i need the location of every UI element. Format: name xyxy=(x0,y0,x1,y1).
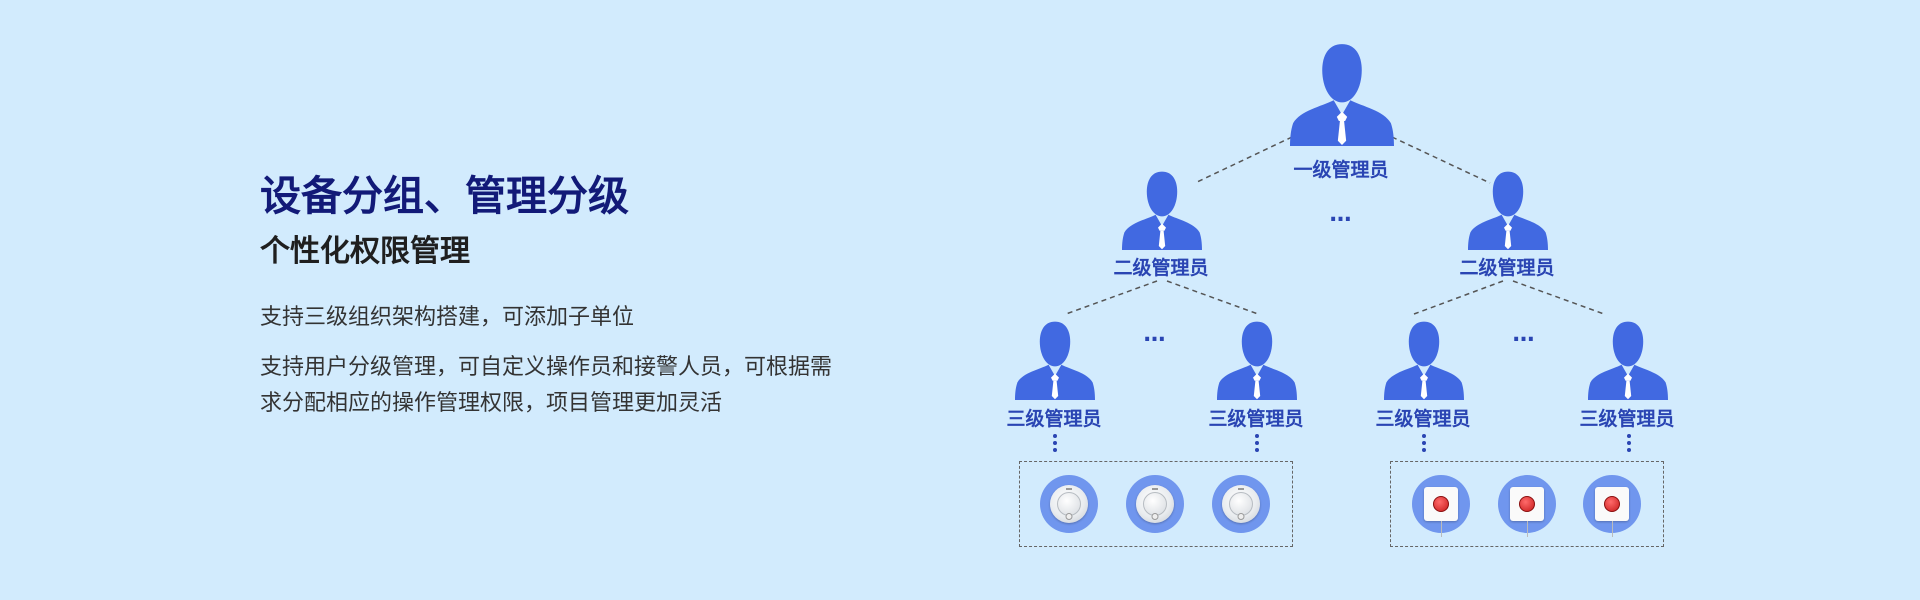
smoke-detector-icon xyxy=(1040,475,1098,533)
connector-l1-l2-left xyxy=(1194,136,1293,184)
connector-l2a-l3a xyxy=(1065,280,1158,315)
level3-admin-person-icon xyxy=(1384,320,1464,400)
feature-text-block: 设备分组、管理分级 个性化权限管理 支持三级组织架构搭建，可添加子单位 支持用户… xyxy=(260,168,900,422)
emergency-button-icon xyxy=(1412,475,1470,537)
connector-l2b-l3c xyxy=(1413,280,1504,315)
level3-ellipsis-left: … xyxy=(1143,322,1167,347)
level3-admin-person-icon xyxy=(1015,320,1095,400)
level2-admin-label: 二级管理员 xyxy=(1459,257,1555,279)
feature-description-1: 支持三级组织架构搭建，可添加子单位 xyxy=(260,305,635,330)
page-subtitle: 个性化权限管理 xyxy=(260,234,470,269)
level1-admin-person-icon xyxy=(1290,42,1394,146)
level3-admin-label: 三级管理员 xyxy=(1208,408,1304,430)
emergency-button-group xyxy=(1390,461,1664,547)
level3-admin-label: 三级管理员 xyxy=(1006,408,1102,430)
level3-ellipsis-right: … xyxy=(1512,322,1536,347)
feature-description-2-line-2: 求分配相应的操作管理权限，项目管理更加灵活 xyxy=(260,391,723,416)
level2-admin-label: 二级管理员 xyxy=(1113,257,1209,279)
smoke-detector-icon xyxy=(1126,475,1184,533)
feature-description-2: 支持用户分级管理，可自定义操作员和接警人员，可根据需 求分配相应的操作管理权限，… xyxy=(260,350,900,422)
level3-admin-person-icon xyxy=(1217,320,1297,400)
vertical-ellipsis xyxy=(1627,434,1631,455)
smoke-detector-group xyxy=(1019,461,1293,547)
level2-admin-person-icon xyxy=(1468,170,1548,250)
emergency-button-icon xyxy=(1583,475,1641,537)
vertical-ellipsis xyxy=(1255,434,1259,455)
feature-description-2-line-1: 支持用户分级管理，可自定义操作员和接警人员，可根据需 xyxy=(260,355,833,380)
smoke-detector-icon xyxy=(1212,475,1270,533)
level2-ellipsis: … xyxy=(1329,202,1353,227)
level3-admin-label: 三级管理员 xyxy=(1579,408,1675,430)
level1-admin-label: 一级管理员 xyxy=(1293,159,1389,181)
emergency-button-icon xyxy=(1498,475,1556,537)
page-title: 设备分组、管理分级 xyxy=(260,172,629,220)
vertical-ellipsis xyxy=(1053,434,1057,455)
level2-admin-person-icon xyxy=(1122,170,1202,250)
level3-admin-label: 三级管理员 xyxy=(1375,408,1471,430)
vertical-ellipsis xyxy=(1422,434,1426,455)
connector-l2a-l3b xyxy=(1166,280,1259,315)
connector-l1-l2-right xyxy=(1391,136,1491,184)
connector-l2b-l3d xyxy=(1512,280,1605,315)
level3-admin-person-icon xyxy=(1588,320,1668,400)
